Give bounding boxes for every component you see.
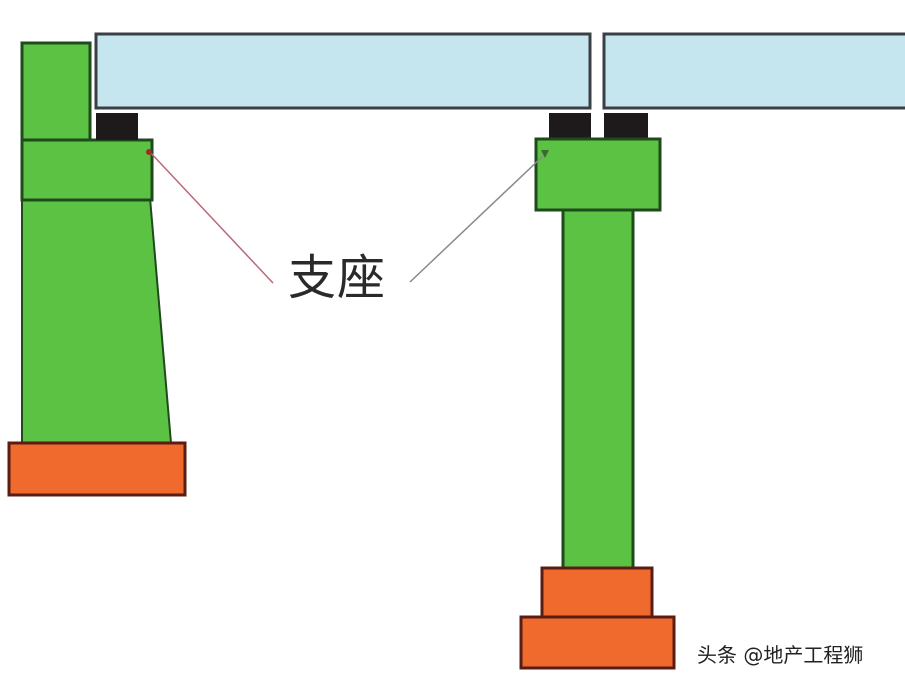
bearing-abutment xyxy=(96,113,138,140)
watermark: 头条 @地产工程狮 xyxy=(697,643,864,667)
leader-line-abutment xyxy=(147,149,274,284)
pier-cap xyxy=(534,137,662,212)
abutment-backwall xyxy=(20,41,92,142)
bearing-pier-right xyxy=(604,113,648,140)
leader-line-pier xyxy=(409,155,544,283)
bridge-deck-beam-right xyxy=(602,32,905,110)
pier-footing-upper xyxy=(540,566,654,620)
abutment-body xyxy=(21,197,173,444)
bridge-deck-beam-left xyxy=(94,32,592,110)
abutment-cap xyxy=(20,138,154,202)
pier-footing-lower xyxy=(519,615,676,670)
pier-column xyxy=(561,208,635,572)
bearing-pier-left xyxy=(549,113,591,140)
leader-arrow-pier xyxy=(541,150,549,158)
bearing-label: 支座 xyxy=(288,250,387,306)
leader-dot-abutment xyxy=(146,149,152,155)
abutment-footing xyxy=(7,441,187,497)
